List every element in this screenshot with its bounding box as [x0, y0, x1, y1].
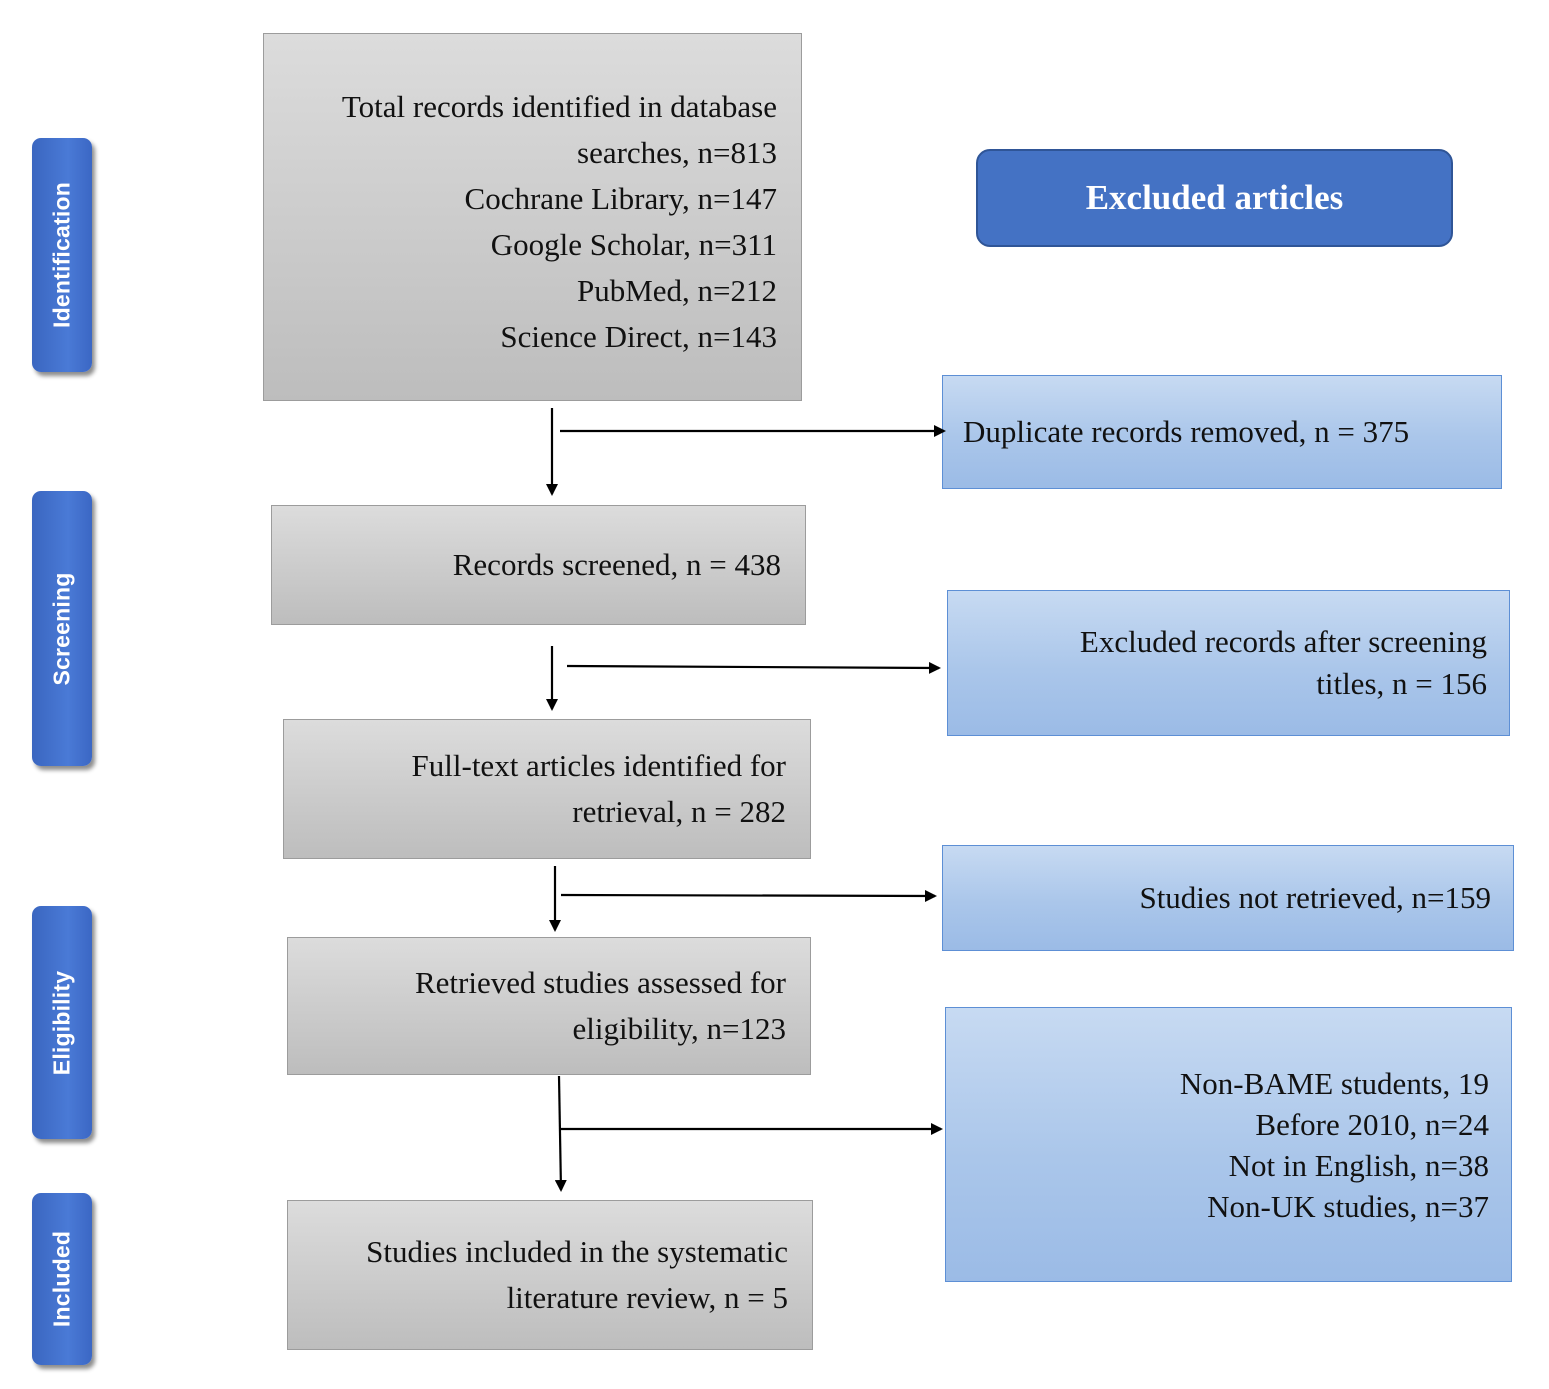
box-line: literature review, n = 5 — [506, 1280, 788, 1315]
box-line: Non-UK studies, n=37 — [1207, 1188, 1489, 1224]
box-line: Science Direct, n=143 — [500, 319, 777, 354]
stage-tab-screening: Screening — [32, 491, 92, 766]
box-records-screened: Records screened, n = 438 — [271, 505, 806, 625]
box-line: Excluded records after screening — [1079, 624, 1487, 659]
box-line: Cochrane Library, n=147 — [464, 181, 777, 216]
box-line: eligibility, n=123 — [572, 1011, 786, 1046]
box-studies-assessed: Retrieved studies assessed for eligibili… — [287, 937, 811, 1075]
box-line: retrieval, n = 282 — [572, 794, 786, 829]
box-line: Total records identified in database — [341, 89, 777, 124]
box-line: Before 2010, n=24 — [1255, 1106, 1489, 1142]
box-studies-included: Studies included in the systematic liter… — [287, 1200, 813, 1350]
box-line: Full-text articles identified for — [411, 748, 786, 783]
box-line: Studies included in the systematic — [366, 1234, 788, 1269]
box-ineligible-reasons: Non-BAME students, 19 Before 2010, n=24 … — [945, 1007, 1512, 1282]
box-duplicates-removed: Duplicate records removed, n = 375 — [942, 375, 1502, 489]
box-records-identified: Total records identified in database sea… — [263, 33, 802, 401]
box-line: titles, n = 156 — [1316, 666, 1487, 701]
arrow-down-assessed — [554, 1075, 567, 1192]
stage-tab-included: Included — [32, 1193, 92, 1365]
box-not-retrieved: Studies not retrieved, n=159 — [942, 845, 1514, 951]
stage-tab-eligibility: Eligibility — [32, 906, 92, 1139]
stage-tab-identification: Identification — [32, 138, 92, 372]
box-excluded-titles: Excluded records after screening titles,… — [947, 590, 1510, 736]
box-line: Not in English, n=38 — [1228, 1147, 1489, 1183]
box-line: Studies not retrieved, n=159 — [1139, 880, 1491, 915]
excluded-articles-header: Excluded articles — [976, 149, 1453, 247]
box-line: Non-BAME students, 19 — [1179, 1065, 1489, 1101]
box-line: Duplicate records removed, n = 375 — [963, 414, 1410, 449]
box-line: PubMed, n=212 — [576, 273, 777, 308]
box-line: Records screened, n = 438 — [452, 547, 781, 582]
arrow-right-titles — [566, 661, 941, 674]
box-fulltext-identified: Full-text articles identified for retrie… — [283, 719, 811, 859]
arrow-right-not-retrieved — [560, 889, 937, 902]
box-line: searches, n=813 — [577, 135, 777, 170]
box-line: Google Scholar, n=311 — [490, 227, 777, 262]
box-line: Retrieved studies assessed for — [414, 965, 786, 1000]
